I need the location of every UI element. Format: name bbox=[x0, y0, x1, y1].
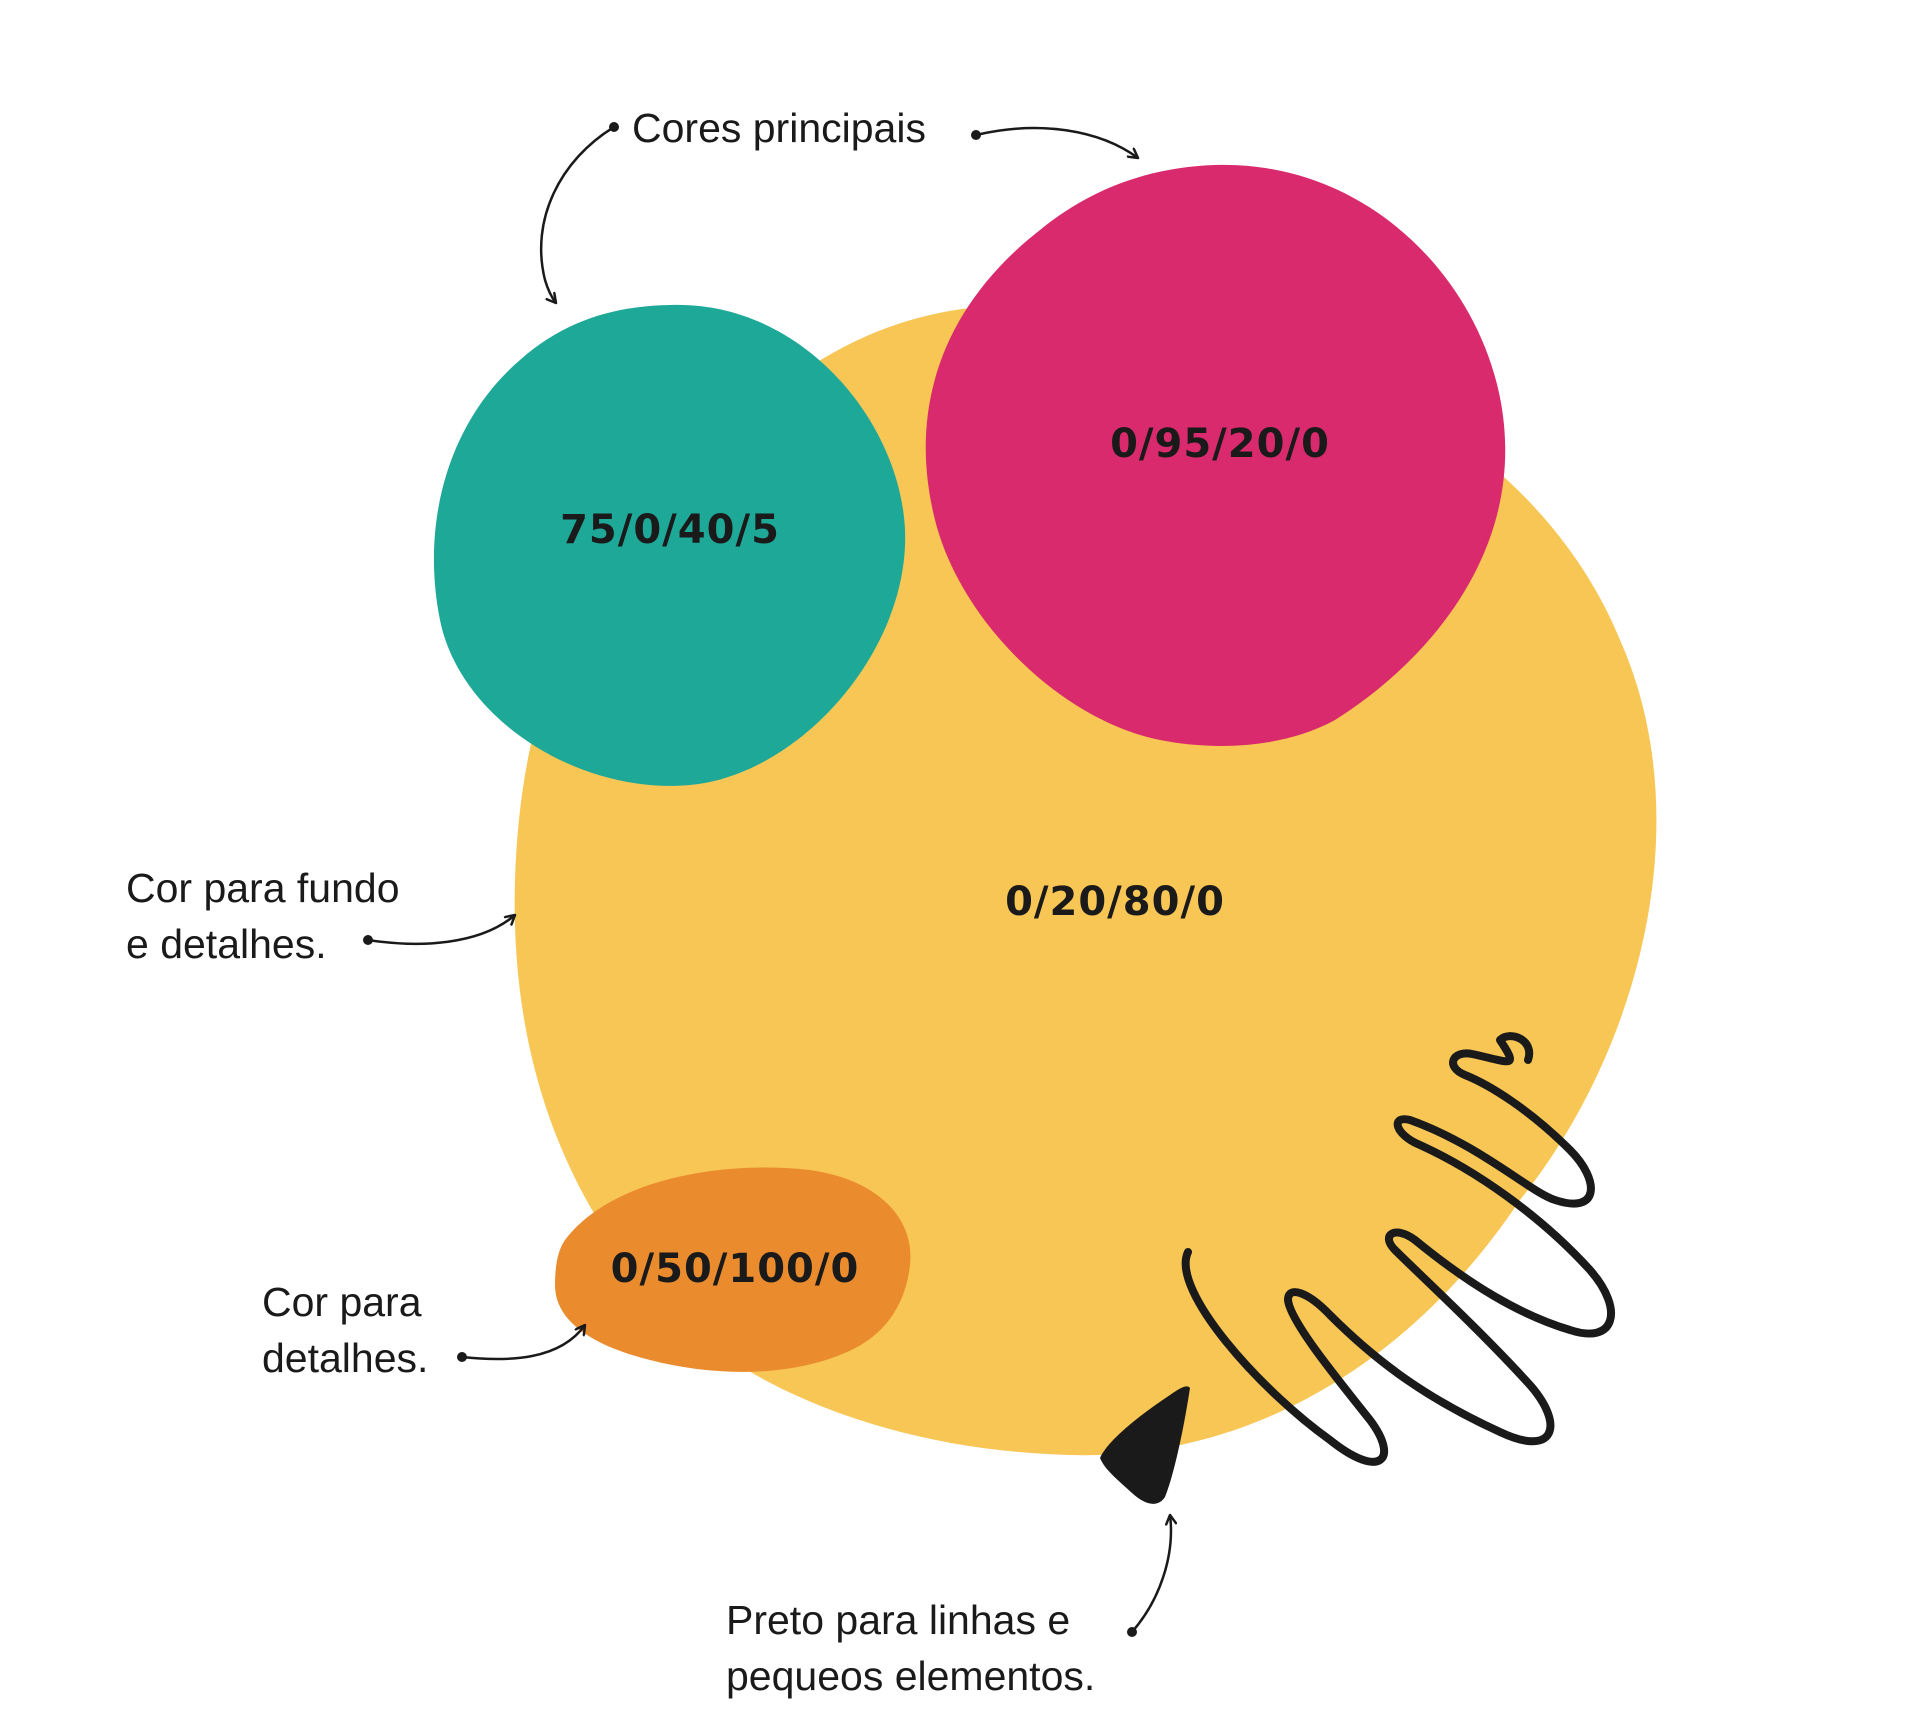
background-arrow bbox=[363, 915, 515, 946]
magenta-swatch-code: 0/95/20/0 bbox=[1110, 421, 1330, 467]
black-arrow-line bbox=[1131, 1515, 1171, 1633]
details-arrow-line bbox=[461, 1325, 585, 1361]
main-colors-label: Cores principais bbox=[632, 100, 926, 156]
magenta-blob bbox=[925, 164, 1506, 746]
main-colors-arrow-right bbox=[975, 126, 1138, 158]
details-line-1: Cor para bbox=[262, 1279, 422, 1325]
details-line-2: detalhes. bbox=[262, 1335, 429, 1381]
teal-swatch-code: 75/0/40/5 bbox=[560, 507, 780, 553]
background-line-2: e detalhes. bbox=[126, 921, 327, 967]
black-scribble bbox=[1181, 1032, 1616, 1466]
teal-blob bbox=[433, 304, 906, 786]
black-line-2: pequeos elementos. bbox=[726, 1653, 1096, 1699]
black-label: Preto para linhas e pequeos elementos. bbox=[726, 1592, 1095, 1704]
main-colors-arrows bbox=[540, 122, 1138, 303]
background-line-1: Cor para fundo bbox=[126, 865, 400, 911]
main-colors-arrow-left bbox=[540, 125, 615, 303]
background-label: Cor para fundo e detalhes. bbox=[126, 860, 400, 972]
black-line-1: Preto para linhas e bbox=[726, 1597, 1071, 1643]
background-arrow-line bbox=[367, 915, 515, 946]
orange-blob bbox=[555, 1167, 911, 1372]
yellow-swatch-code: 0/20/80/0 bbox=[1005, 879, 1225, 925]
details-label: Cor para detalhes. bbox=[262, 1274, 428, 1386]
black-triangle-shape bbox=[1100, 1386, 1190, 1504]
main-colors-text: Cores principais bbox=[632, 105, 926, 151]
orange-swatch-code: 0/50/100/0 bbox=[611, 1246, 860, 1292]
black-arrow bbox=[1127, 1515, 1171, 1637]
details-arrow bbox=[457, 1325, 585, 1362]
